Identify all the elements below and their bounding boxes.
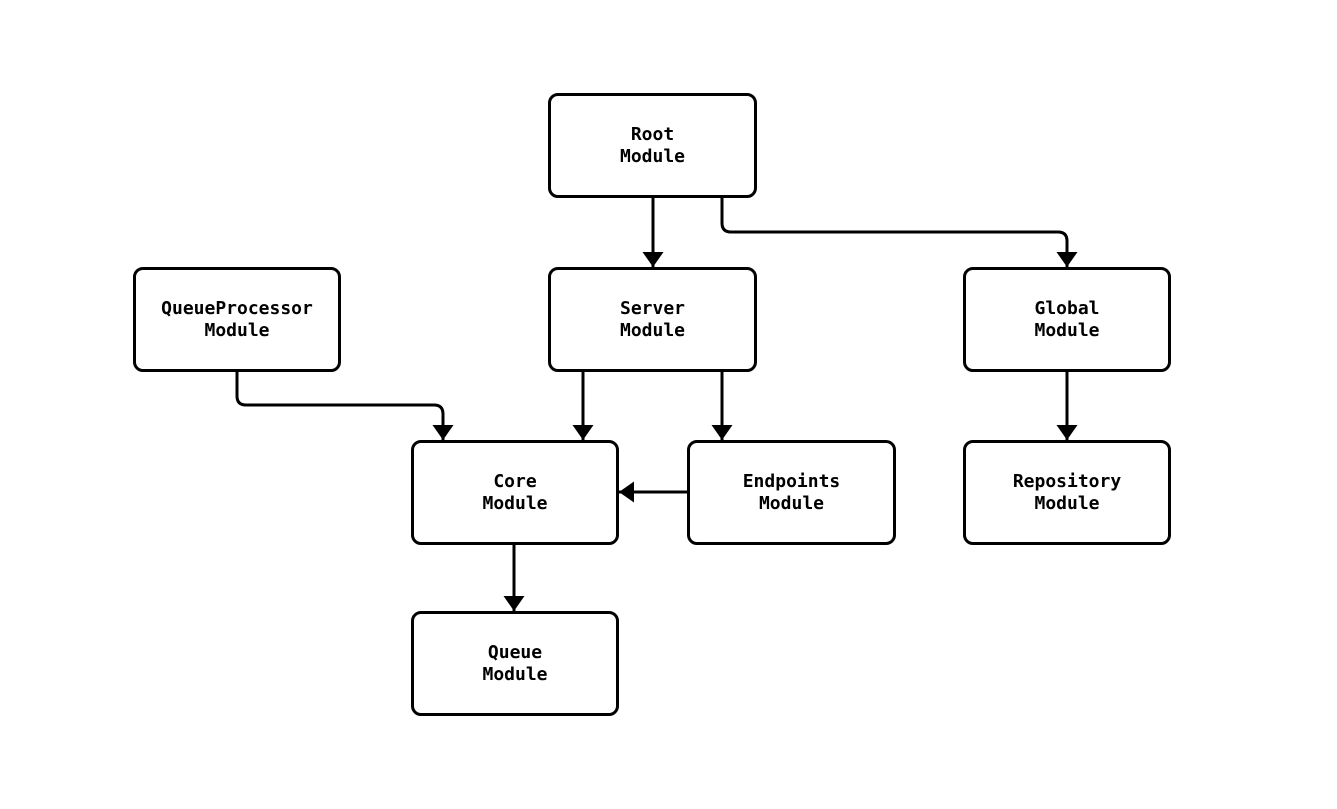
node-queue-module: Queue Module: [411, 611, 619, 716]
node-core-module: Core Module: [411, 440, 619, 545]
node-label: Core Module: [482, 470, 548, 514]
node-server-module: Server Module: [548, 267, 757, 372]
node-endpoints-module: Endpoints Module: [687, 440, 896, 545]
node-global-module: Global Module: [963, 267, 1171, 372]
node-label: Repository Module: [1012, 470, 1122, 514]
node-repository-module: Repository Module: [963, 440, 1171, 545]
edge-root-to-global: [720, 198, 1078, 267]
node-label: Global Module: [1034, 297, 1100, 341]
node-label: Queue Module: [482, 641, 548, 685]
edge-queueprocessor-to-core: [235, 372, 454, 440]
node-label: Root Module: [619, 123, 686, 167]
node-root-module: Root Module: [548, 93, 757, 198]
node-queueprocessor-module: QueueProcessor Module: [133, 267, 341, 372]
node-label: QueueProcessor Module: [161, 297, 313, 341]
node-label: Endpoints Module: [742, 470, 841, 514]
node-label: Server Module: [619, 297, 686, 341]
